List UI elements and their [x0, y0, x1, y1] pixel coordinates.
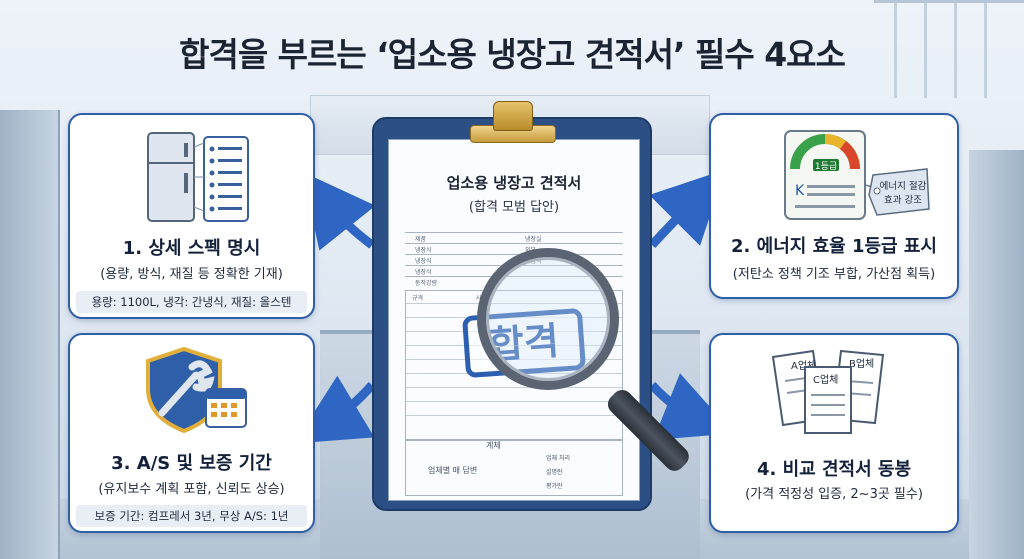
arrow-to-card1	[302, 171, 376, 251]
documents-icon: A업체 B업체 C업체	[771, 349, 885, 434]
arrow-to-card3	[294, 375, 376, 444]
magnifier-lens	[477, 248, 619, 390]
shield-wrench-icon	[146, 346, 247, 434]
card-energy-efficiency: 1등급 K 에너지 절감 효과 강조 2. 에너지 효율 1등급 표시 (저탄소…	[709, 113, 959, 299]
card1-subtitle: (용량, 방식, 재질 등 정확한 기재)	[100, 267, 283, 282]
form-row: 냉장식 외부	[405, 243, 623, 254]
card1-heading: 1. 상세 스펙 명시	[122, 238, 261, 259]
background-fridge-right	[969, 150, 1024, 559]
card2-heading: 2. 에너지 효율 1등급 표시	[731, 236, 937, 257]
svg-text:K: K	[795, 183, 805, 199]
card3-footer: 보증 기간: 컴프레서 3년, 무상 A/S: 1년	[76, 505, 307, 527]
background-fridge-left	[0, 110, 60, 559]
form-row: 제품 냉장실	[405, 232, 623, 243]
card3-subtitle: (유지보수 계획 포함, 신뢰도 상승)	[98, 482, 285, 497]
doc-c-label: C업체	[813, 373, 838, 386]
energy-tag-line2: 효과 강조	[884, 195, 922, 206]
energy-tag-line1: 에너지 절감	[880, 180, 927, 192]
refrigerator-icon	[147, 132, 249, 222]
card-comparison-quotes: A업체 B업체 C업체 4. 비교 견적서 동봉 (가격 적정성 입증, 2~3…	[709, 333, 959, 533]
document-title: 업소용 냉장고 견적서	[446, 174, 582, 192]
card3-heading: 3. A/S 및 보증 기간	[111, 453, 272, 474]
card-warranty: 3. A/S 및 보증 기간 (유지보수 계획 포함, 신뢰도 상승) 보증 기…	[68, 333, 315, 533]
arrow-to-card2	[648, 169, 726, 249]
card1-footer: 용량: 1100L, 냉각: 간냉식, 재질: 올스텐	[76, 291, 307, 313]
card-detailed-specs: 1. 상세 스펙 명시 (용량, 방식, 재질 등 정확한 기재) 용량: 11…	[68, 113, 315, 319]
background-utensil-rack	[874, 0, 1024, 120]
clipboard-clip	[493, 101, 533, 131]
card4-subtitle: (가격 적정성 입증, 2~3곳 필수)	[745, 487, 923, 502]
energy-grade-text: 1등급	[815, 161, 837, 172]
doc-c: C업체	[804, 366, 852, 434]
energy-label-icon: 1등급 K 에너지 절감 효과 강조	[784, 130, 930, 220]
doc-b-label: B업체	[849, 357, 874, 370]
form-bottom-table: 계체 업체별 매 답변 업체 처리 설명란 평가란	[405, 440, 623, 496]
card4-heading: 4. 비교 견적서 동봉	[756, 459, 912, 480]
page-title: 합격을 부르는 ‘업소용 냉장고 견적서’ 필수 4요소	[179, 35, 846, 74]
document-subtitle: (합격 모범 답안)	[468, 200, 560, 215]
arrow-to-card4	[648, 373, 734, 441]
card2-subtitle: (저탄소 정책 기조 부합, 가산점 획득)	[732, 267, 936, 282]
